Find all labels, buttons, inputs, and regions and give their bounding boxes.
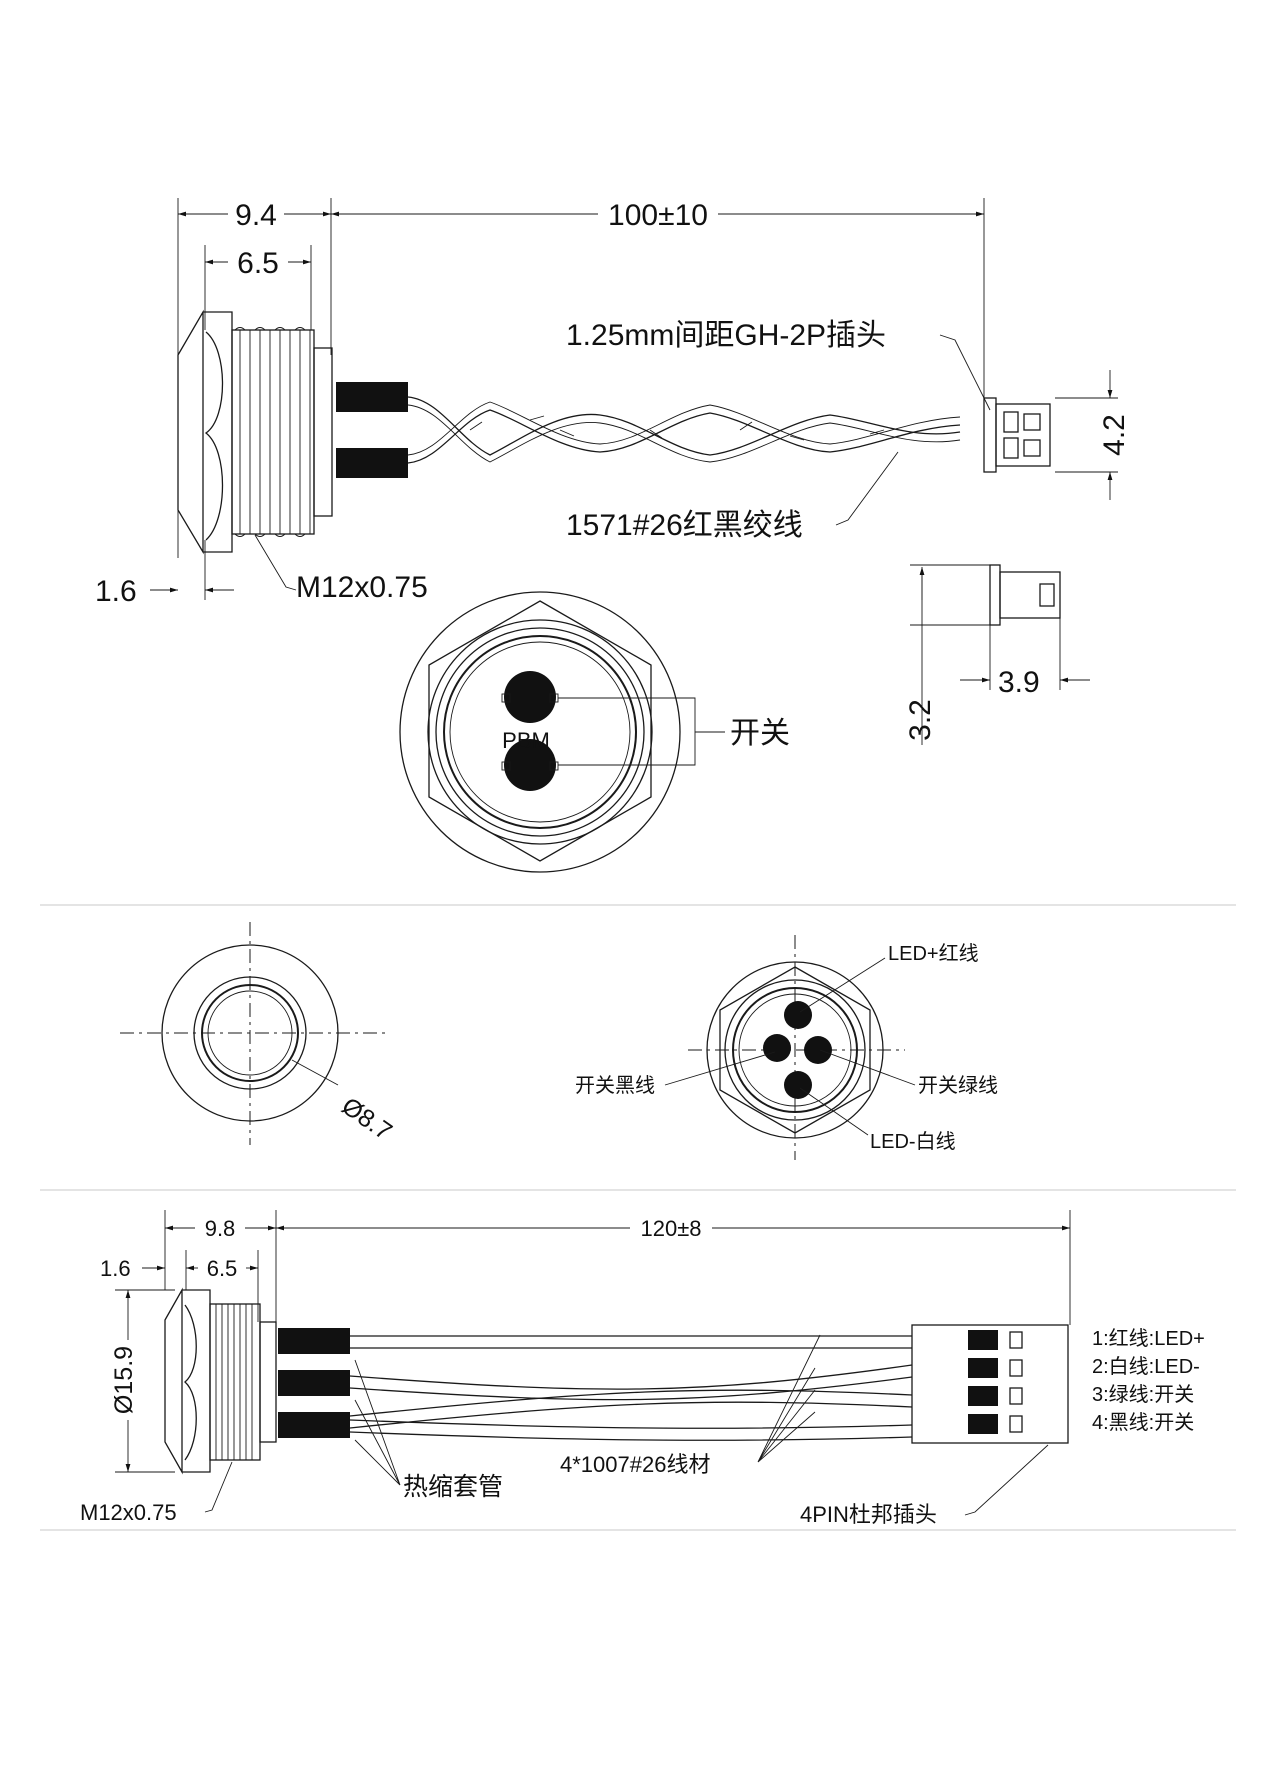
led-plus-label: LED+红线 <box>888 942 979 965</box>
connector-label: 4PIN杜邦插头 <box>800 1502 937 1527</box>
dim-label: 1.6 <box>95 575 137 608</box>
thread-spec: M12x0.75 <box>296 571 428 604</box>
switch-green-label: 开关绿线 <box>918 1074 998 1097</box>
pin-list-item: 4:黑线:开关 <box>1092 1411 1194 1434</box>
switch-label: 开关 <box>730 717 790 750</box>
connector-side-view: 3.2 3.9 <box>904 564 1090 745</box>
bottom-side-view: 9.8 6.5 1.6 120±8 Ø15.9 <box>80 1210 1205 1527</box>
four-wires <box>349 1335 913 1441</box>
heat-shrink-lower <box>336 448 408 478</box>
dim-6-5: 6.5 <box>205 247 311 280</box>
dim-label: 9.4 <box>235 199 277 232</box>
heat-shrink-1 <box>278 1328 350 1354</box>
pin-list-item: 2:白线:LED- <box>1092 1355 1200 1378</box>
dim-label: 1.6 <box>100 1256 131 1281</box>
thread-spec: M12x0.75 <box>80 1500 177 1525</box>
rear-pin-view: LED+红线 开关黑线 开关绿线 LED-白线 <box>575 935 998 1160</box>
diameter-label: Ø8.7 <box>337 1092 397 1146</box>
heat-shrink-upper <box>336 382 408 412</box>
pin-switch-black <box>763 1034 791 1062</box>
thread-lines <box>234 327 311 537</box>
dim-label: 3.9 <box>998 666 1040 699</box>
dim-9-4: 9.4 <box>178 199 331 232</box>
dim-label: 9.8 <box>205 1216 236 1241</box>
pin-list-item: 3:绿线:开关 <box>1092 1383 1194 1406</box>
front-round-view: Ø8.7 <box>120 922 397 1146</box>
twisted-wire <box>407 396 961 464</box>
switch-black-label: 开关黑线 <box>575 1074 655 1097</box>
dim-label: 3.2 <box>904 699 937 741</box>
diameter-label: Ø15.9 <box>110 1346 138 1414</box>
switch-pad-lower <box>504 739 556 791</box>
dim-label: 100±10 <box>608 199 708 232</box>
pin-led-plus <box>784 1001 812 1029</box>
heat-shrink-label: 热缩套管 <box>403 1473 503 1501</box>
dim-label: 6.5 <box>237 247 279 280</box>
dim-label: 4.2 <box>1098 414 1131 456</box>
pin-led-minus <box>784 1071 812 1099</box>
pin-list-item: 1:红线:LED+ <box>1092 1327 1205 1350</box>
connector-label: 1.25mm间距GH-2P插头 <box>566 319 886 352</box>
dupont-4pin-connector <box>911 1324 1069 1444</box>
pin-switch-green <box>804 1036 832 1064</box>
gh-2p-connector <box>983 397 1051 473</box>
dim-100: 100±10 <box>331 199 984 232</box>
top-side-view: 9.4 6.5 100±10 1.6 <box>95 198 1131 608</box>
wire-label: 1571#26红黑绞线 <box>566 509 803 542</box>
pbm-text: PBM <box>502 728 550 753</box>
led-minus-label: LED-白线 <box>870 1130 956 1153</box>
wire-label: 4*1007#26线材 <box>560 1452 710 1477</box>
dim-label: 120±8 <box>640 1216 701 1241</box>
dim-label: 6.5 <box>207 1256 238 1281</box>
heat-shrink-2 <box>278 1370 350 1396</box>
face-view: PBM 开关 <box>399 591 790 873</box>
dim-1-6: 1.6 <box>95 575 234 608</box>
switch-pad-upper <box>504 671 556 723</box>
heat-shrink-3 <box>278 1412 350 1438</box>
pin-list: 1:红线:LED+ 2:白线:LED- 3:绿线:开关 4:黑线:开关 <box>1092 1327 1205 1434</box>
